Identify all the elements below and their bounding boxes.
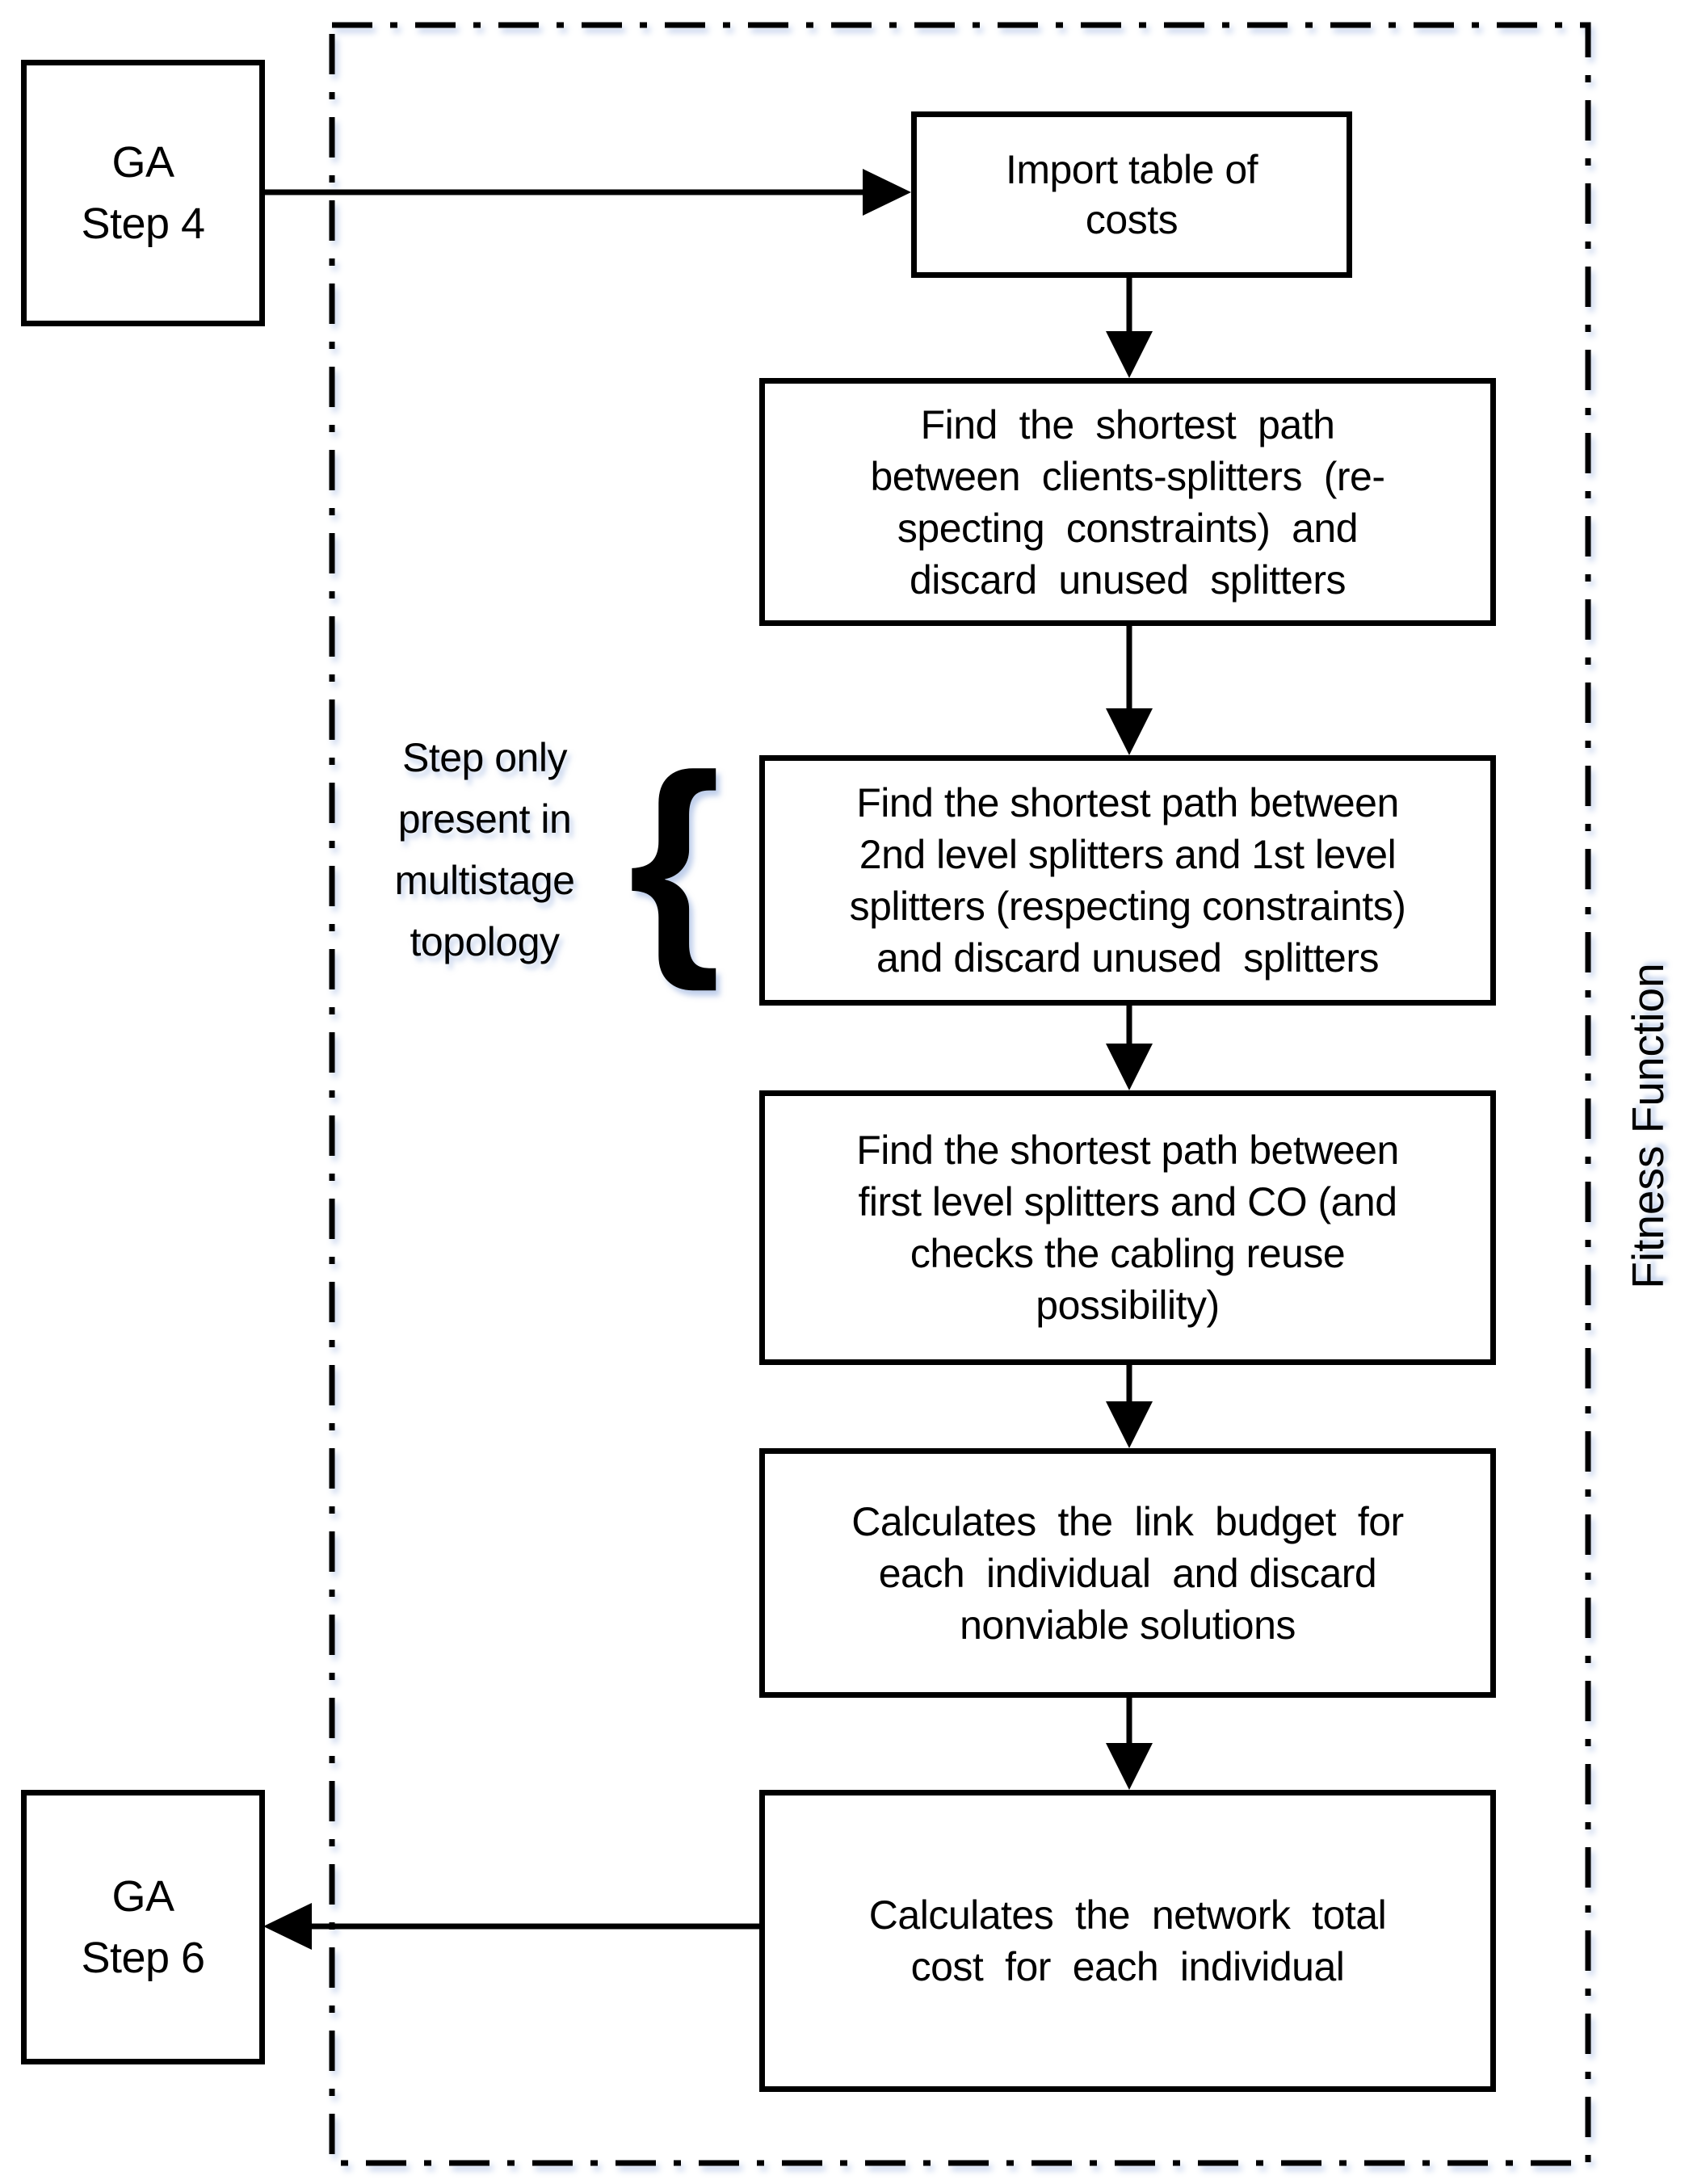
fitness-function-boundary bbox=[329, 22, 1591, 2166]
multistage-note: Step only present in multistage topology bbox=[394, 735, 575, 964]
fitness-function-label: Fitness Function bbox=[1623, 963, 1673, 1289]
arrowhead-ga4-to-import bbox=[863, 169, 911, 216]
arrowhead-import-to-clients bbox=[1106, 331, 1153, 378]
ga-step-4-label: GA Step 4 bbox=[81, 138, 205, 248]
ga-step-6-label: GA Step 6 bbox=[81, 1872, 205, 1982]
step-box-shortest-path-1st-splitters-co: Find the shortest path between first lev… bbox=[759, 1090, 1496, 1365]
step-box-shortest-path-clients-splitters: Find the shortest path between clients-s… bbox=[759, 378, 1496, 626]
multistage-brace: { bbox=[628, 725, 721, 992]
step-label-shortest-path-clients-splitters: Find the shortest path between clients-s… bbox=[870, 401, 1385, 603]
ga-step-6-box: GA Step 6 bbox=[21, 1790, 265, 2064]
step-box-network-total-cost: Calculates the network total cost for ea… bbox=[759, 1790, 1496, 2092]
step-label-link-budget: Calculates the link budget for each indi… bbox=[851, 1498, 1404, 1648]
step-label-shortest-path-2nd-1st-splitters: Find the shortest path between 2nd level… bbox=[849, 780, 1406, 981]
arrowhead-1stco-to-budget bbox=[1106, 1401, 1153, 1448]
arrowhead-2nd1st-to-1stco bbox=[1106, 1044, 1153, 1090]
step-box-import-table-of-costs: Import table of costs bbox=[911, 111, 1352, 278]
step-label-network-total-cost: Calculates the network total cost for ea… bbox=[868, 1892, 1387, 1989]
step-label-import-table-of-costs: Import table of costs bbox=[1005, 147, 1258, 242]
arrowhead-clients-to-2nd1st bbox=[1106, 708, 1153, 755]
arrowhead-budget-to-cost bbox=[1106, 1743, 1153, 1790]
step-box-shortest-path-2nd-1st-splitters: Find the shortest path between 2nd level… bbox=[759, 755, 1496, 1006]
arrowhead-cost-to-ga6 bbox=[263, 1903, 312, 1950]
step-label-shortest-path-1st-splitters-co: Find the shortest path between first lev… bbox=[856, 1128, 1399, 1328]
step-box-link-budget: Calculates the link budget for each indi… bbox=[759, 1448, 1496, 1698]
ga-step-4-box: GA Step 4 bbox=[21, 60, 265, 326]
